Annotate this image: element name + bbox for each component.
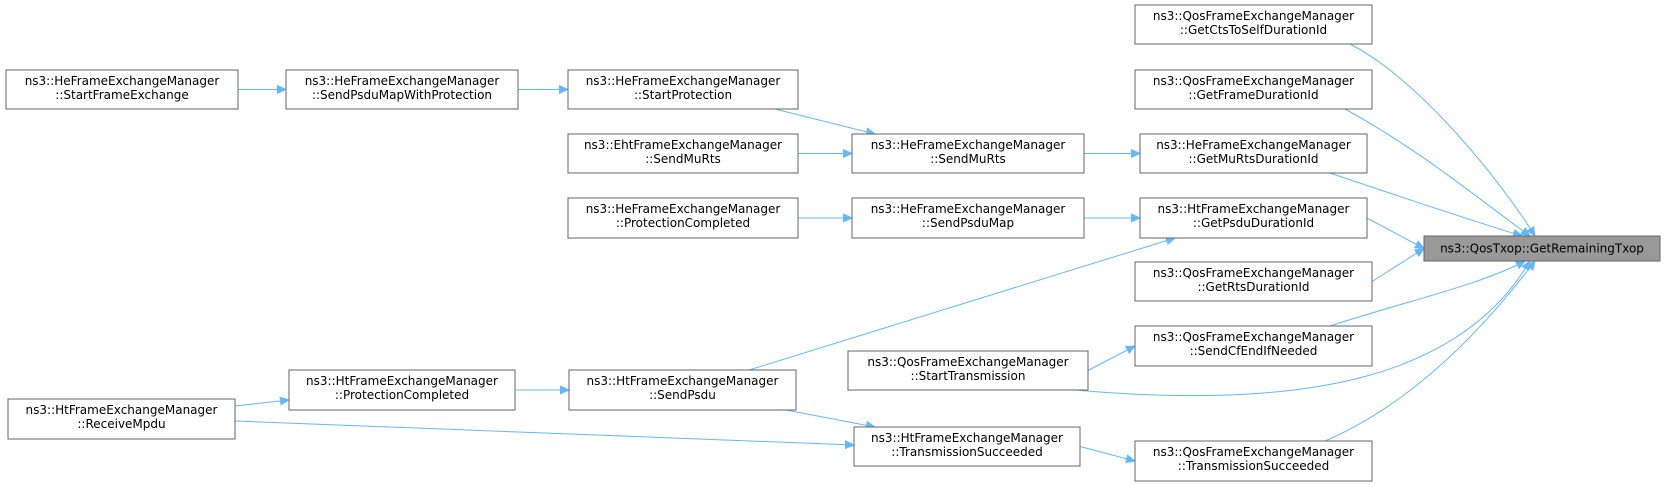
edge-hefem-startprot-to-hefem-sendmurts [774,108,875,134]
node-label-method: ::SendPsduMap [922,216,1014,230]
node-label-class: ns3::HtFrameExchangeManager [587,374,779,388]
node-label-class: ns3::HtFrameExchangeManager [306,374,498,388]
edge-qfem-txsucc-to-root [1324,261,1535,442]
edge-qfem-rtsdur-to-root [1371,249,1424,282]
node-hefem-sendpsdumap[interactable]: ns3::HeFrameExchangeManager::SendPsduMap [851,197,1085,239]
node-htfem-txsucc[interactable]: ns3::HtFrameExchangeManager::Transmissio… [853,426,1081,467]
node-box [851,133,1085,174]
edge-htfem-psdudur-to-root [1366,217,1424,249]
node-qfem-txsucc[interactable]: ns3::QosFrameExchangeManager::Transmissi… [1134,440,1373,482]
edge-htfem-recvmpdu-to-htfem-protcompl [234,400,289,407]
node-qfem-starttx[interactable]: ns3::QosFrameExchangeManager::StartTrans… [847,350,1089,391]
node-label-method: ::TransmissionSucceeded [891,445,1042,459]
node-htfem-recvmpdu[interactable]: ns3::HtFrameExchangeManager::ReceiveMpdu [7,398,236,440]
node-label-method: ::ProtectionCompleted [335,388,469,402]
node-hefem-startfe[interactable]: ns3::HeFrameExchangeManager::StartFrameE… [5,69,239,110]
node-label-class: ns3::QosFrameExchangeManager [1153,445,1354,459]
node-label-class: ns3::HeFrameExchangeManager [305,74,500,88]
node-label-class: ns3::HeFrameExchangeManager [586,202,781,216]
node-label-class: ns3::HeFrameExchangeManager [871,138,1066,152]
node-label-class: ns3::HeFrameExchangeManager [586,74,781,88]
edge-htfem-sendpsdu-to-htfem-psdudur [748,238,1175,371]
node-label-method: ::GetFrameDurationId [1188,88,1318,102]
node-hefem-sendmurts[interactable]: ns3::HeFrameExchangeManager::SendMuRts [851,133,1085,174]
node-hefem-murtsdur[interactable]: ns3::HeFrameExchangeManager::GetMuRtsDur… [1139,133,1368,174]
node-label-class: ns3::HtFrameExchangeManager [1158,202,1350,216]
node-label-method: ::SendMuRts [645,152,721,166]
node-box [5,69,239,110]
node-hefem-startprot[interactable]: ns3::HeFrameExchangeManager::StartProtec… [567,69,799,110]
edges-layer [234,43,1535,462]
node-htfem-psdudur[interactable]: ns3::HtFrameExchangeManager::GetPsduDura… [1139,197,1368,239]
node-box [1134,325,1373,367]
edge-qfem-cfend-to-root [1329,261,1525,327]
edge-qfem-framedur-to-root [1344,108,1530,236]
node-qfem-ctsself[interactable]: ns3::QosFrameExchangeManager::GetCtsToSe… [1134,4,1373,45]
node-label-method: ::SendCfEndIfNeeded [1190,344,1318,358]
node-box [1139,197,1368,239]
node-hefem-protcompl[interactable]: ns3::HeFrameExchangeManager::ProtectionC… [567,197,799,239]
node-box [288,369,516,411]
node-label-method: ::StartTransmission [911,369,1026,383]
node-box [1134,69,1373,110]
node-label-method: ::SendPsdu [649,388,716,402]
edge-htfem-recvmpdu-to-htfem-txsucc [234,420,854,445]
edge-hefem-murtsdur-to-root [1329,172,1522,236]
edge-htfem-sendpsdu-to-htfem-txsucc [785,409,875,427]
node-box [1134,4,1373,45]
node-label-class: ns3::QosFrameExchangeManager [1153,9,1354,23]
node-label-class: ns3::HtFrameExchangeManager [26,403,218,417]
node-hefem-sendpsdumapprot[interactable]: ns3::HeFrameExchangeManager::SendPsduMap… [285,69,519,110]
node-label-method: ::ProtectionCompleted [616,216,750,230]
node-label-class: ns3::QosFrameExchangeManager [1153,330,1354,344]
edge-qfem-starttx-to-root [1074,261,1530,397]
edge-htfem-txsucc-to-qfem-txsucc [1079,446,1135,462]
node-box [847,350,1089,391]
node-label-method: ::GetRtsDurationId [1197,280,1309,294]
node-ehtfem-sendmurts[interactable]: ns3::EhtFrameExchangeManager::SendMuRts [567,133,799,174]
node-box [567,197,799,239]
node-box [853,426,1081,467]
node-box [1134,261,1373,302]
node-label-class: ns3::HeFrameExchangeManager [1156,138,1351,152]
node-label-method: ::StartFrameExchange [55,88,188,102]
node-label-method: ::GetMuRtsDurationId [1188,152,1318,166]
node-qfem-cfend[interactable]: ns3::QosFrameExchangeManager::SendCfEndI… [1134,325,1373,367]
node-label-class: ns3::QosFrameExchangeManager [1153,266,1354,280]
node-label-class: ns3::QosFrameExchangeManager [867,355,1068,369]
node-box [7,398,236,440]
node-box [1139,133,1368,174]
root-node[interactable]: ns3::QosTxop::GetRemainingTxop [1423,235,1661,262]
node-label-method: ::GetCtsToSelfDurationId [1180,23,1327,37]
node-label-class: ns3::QosFrameExchangeManager [1153,74,1354,88]
node-qfem-rtsdur[interactable]: ns3::QosFrameExchangeManager::GetRtsDura… [1134,261,1373,302]
nodes-layer: ns3::QosTxop::GetRemainingTxopns3::QosFr… [5,4,1661,482]
node-label-class: ns3::HeFrameExchangeManager [25,74,220,88]
node-label-method: ::SendPsduMapWithProtection [312,88,492,102]
node-label-method: ::TransmissionSucceeded [1178,459,1329,473]
node-box [285,69,519,110]
node-htfem-sendpsdu[interactable]: ns3::HtFrameExchangeManager::SendPsdu [568,369,797,411]
node-box [567,133,799,174]
edge-qfem-ctsself-to-root [1349,43,1535,236]
node-qfem-framedur[interactable]: ns3::QosFrameExchangeManager::GetFrameDu… [1134,69,1373,110]
edge-qfem-starttx-to-qfem-cfend [1087,346,1135,371]
node-label-method: ::StartProtection [634,88,732,102]
node-box [567,69,799,110]
node-box [851,197,1085,239]
node-htfem-protcompl[interactable]: ns3::HtFrameExchangeManager::ProtectionC… [288,369,516,411]
node-label-method: ::GetPsduDurationId [1193,216,1314,230]
node-box [1423,235,1661,262]
node-label-class: ns3::EhtFrameExchangeManager [584,138,782,152]
node-label-class: ns3::QosTxop::GetRemainingTxop [1440,242,1644,256]
node-label-method: ::SendMuRts [930,152,1006,166]
node-label-class: ns3::HeFrameExchangeManager [871,202,1066,216]
node-label-method: ::ReceiveMpdu [77,417,165,431]
node-label-class: ns3::HtFrameExchangeManager [871,431,1063,445]
node-box [568,369,797,411]
node-box [1134,440,1373,482]
